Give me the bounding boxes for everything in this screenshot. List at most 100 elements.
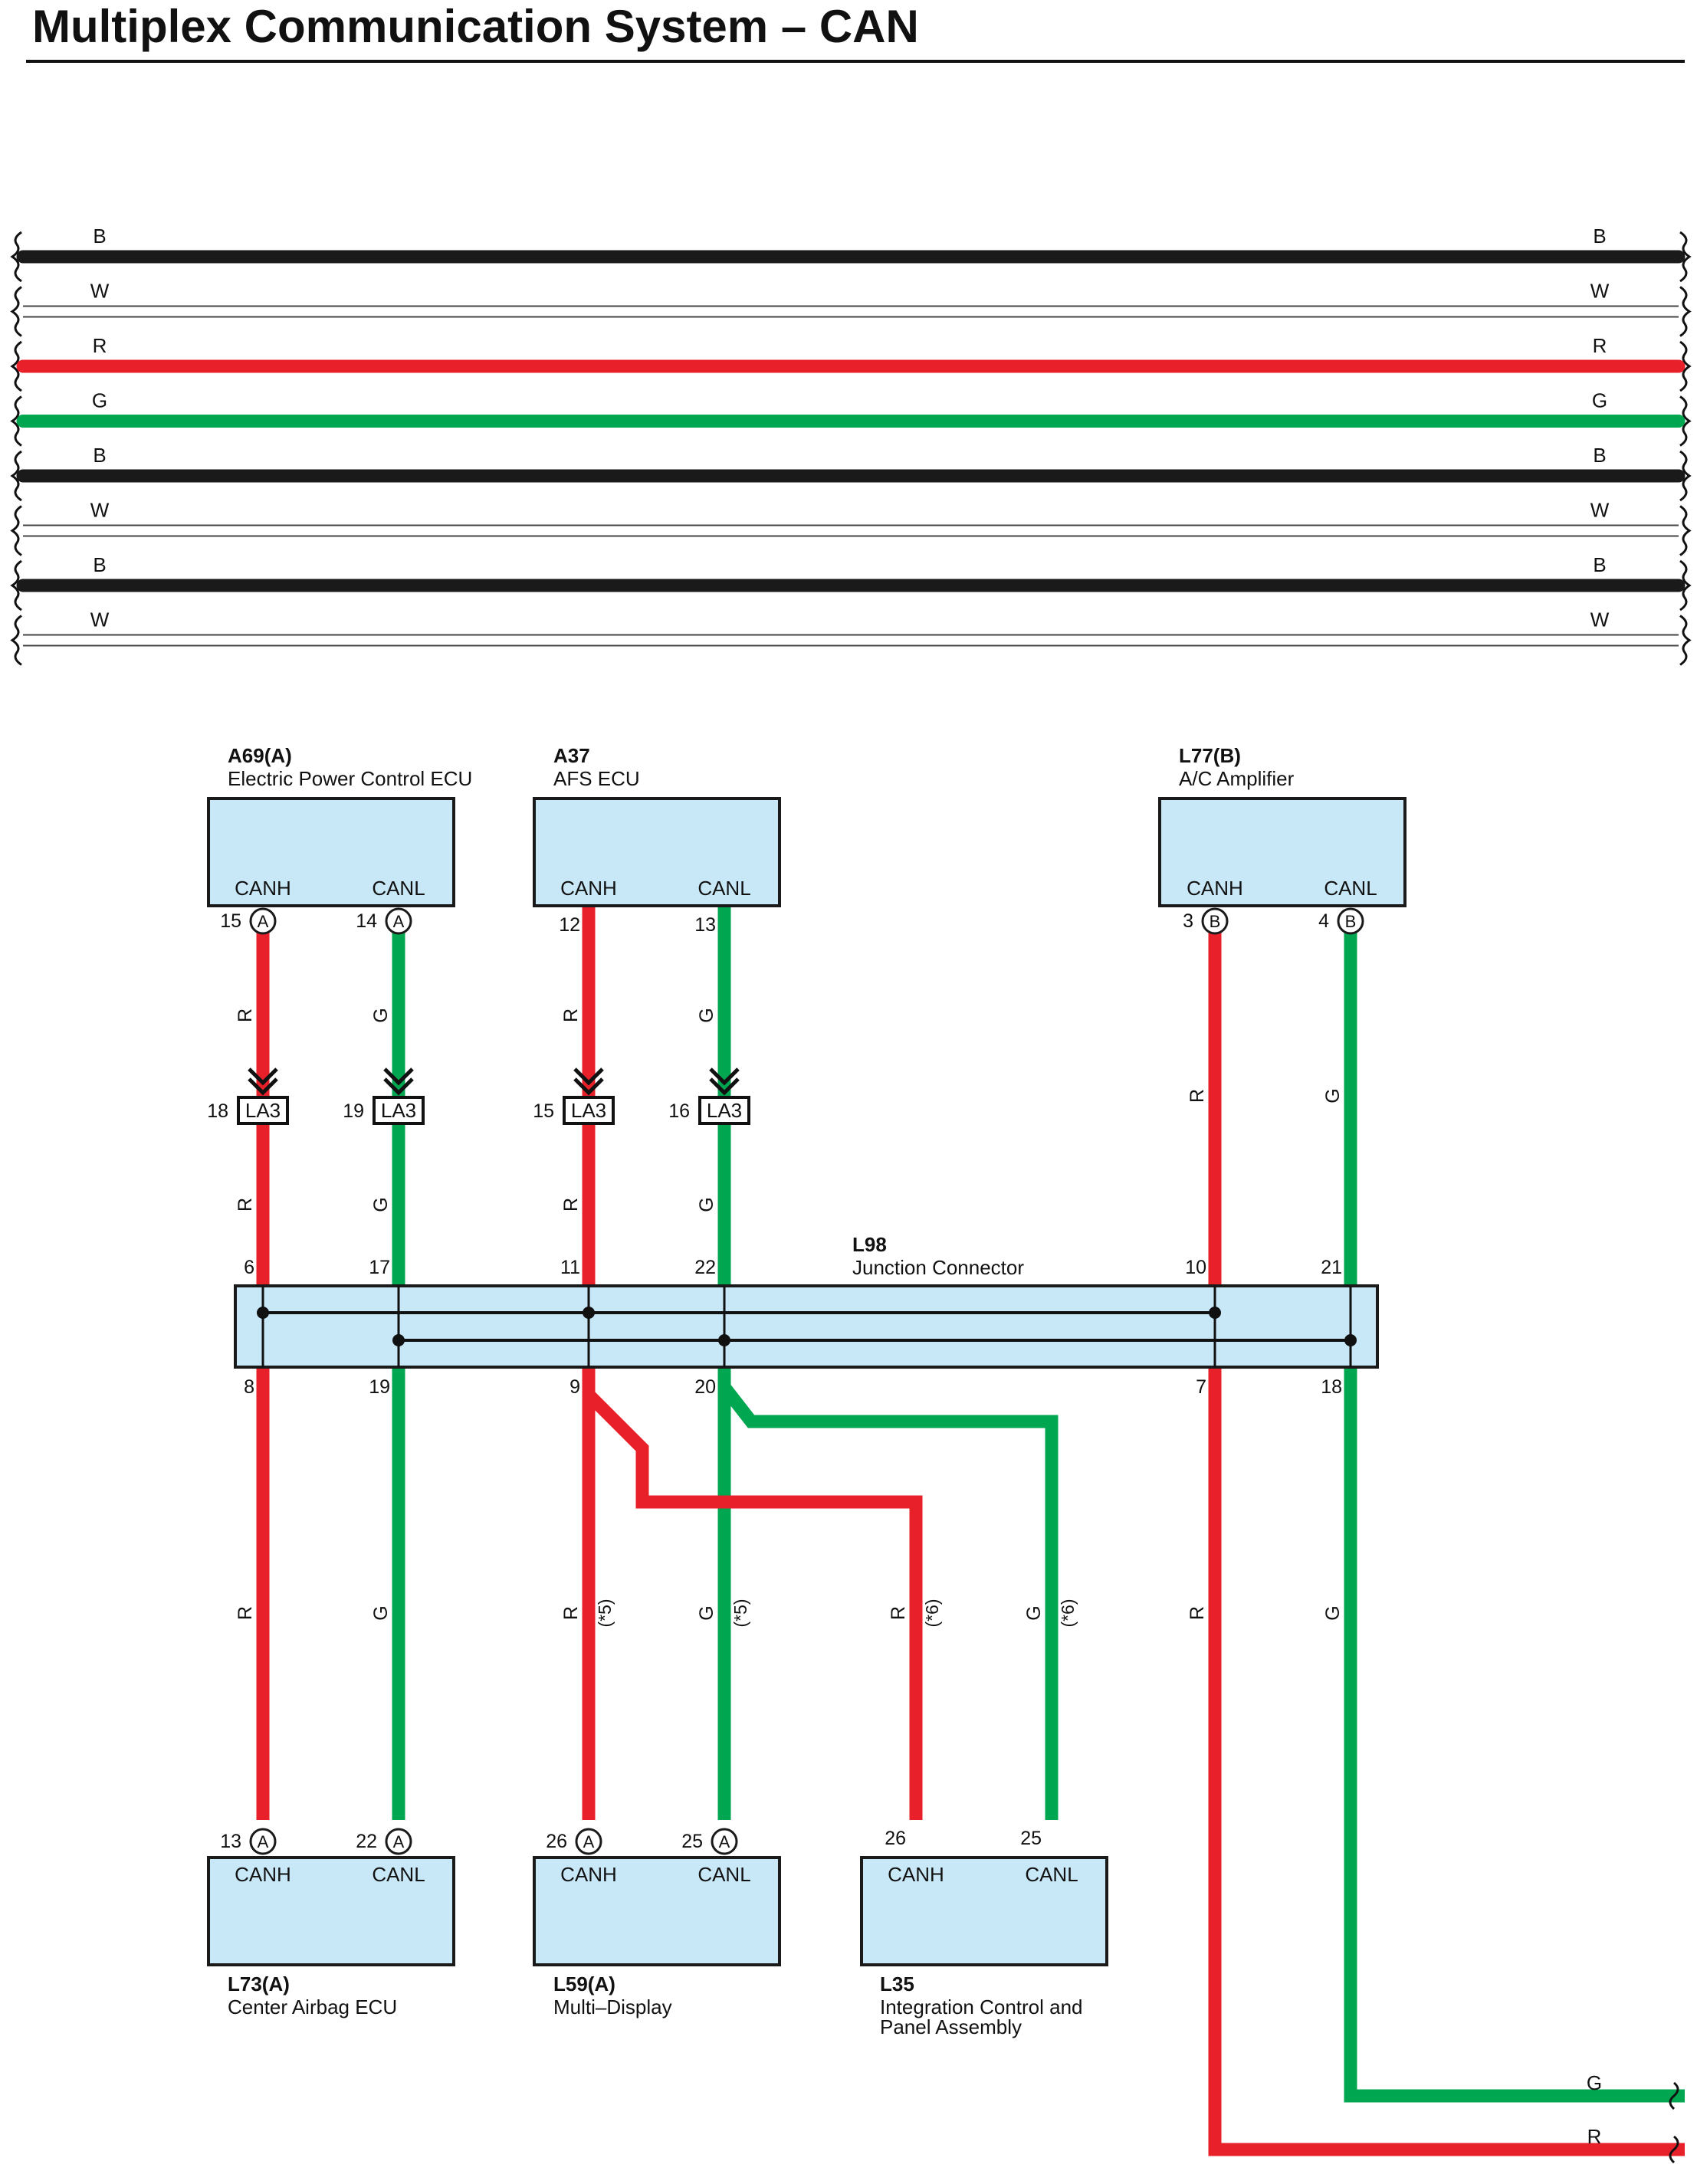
connector-l73-canh	[249, 1828, 277, 1855]
wire-label-r4: R	[235, 1198, 256, 1212]
harness-brace-left-7	[10, 615, 22, 666]
exit-brace-r	[1669, 2135, 1679, 2164]
connector-l59-canh	[575, 1828, 602, 1855]
harness-label-left-7: W	[90, 608, 110, 631]
la3-pin-16: 16	[668, 1100, 690, 1122]
pin-l59-25: 25	[681, 1831, 703, 1852]
comp-l59-id: L59(A)	[553, 1972, 615, 1995]
connector-l73-canh-letter: A	[258, 1832, 269, 1851]
harness-label-right-6: B	[1593, 553, 1606, 576]
l98-pin-21: 21	[1321, 1257, 1342, 1278]
comp-l77-canl: CANL	[1324, 877, 1377, 900]
comp-l77-id: L77(B)	[1179, 744, 1241, 767]
harness-brace-left-3	[10, 395, 22, 447]
connector-a69-canh	[249, 907, 277, 935]
harness-label-right-3: G	[1592, 389, 1607, 412]
la3-label-15: LA3	[571, 1099, 606, 1122]
l98-box	[234, 1284, 1379, 1369]
wire-label-r8: R	[888, 1606, 909, 1620]
pin-a69-14: 14	[356, 910, 377, 932]
l98-dot-2	[583, 1307, 595, 1319]
harness-brace-left-1	[10, 286, 22, 337]
wire-label-g3: G	[1322, 1088, 1344, 1103]
harness-brace-right-5	[1679, 505, 1692, 556]
harness-label-left-1: W	[90, 280, 110, 303]
connector-l77-canl-letter: B	[1345, 912, 1357, 931]
note-g7: (*5)	[730, 1599, 750, 1627]
component-a37: A37 AFS ECU CANH CANL 12 13	[533, 744, 781, 936]
comp-a37-name: AFS ECU	[553, 767, 640, 790]
note-r8: (*6)	[922, 1599, 942, 1627]
connector-l77-canh-letter: B	[1210, 912, 1221, 931]
wire-l35-canh	[583, 1389, 923, 1820]
comp-l35-canh: CANH	[888, 1863, 944, 1886]
l98-pin-17: 17	[369, 1257, 390, 1278]
l98-pin-22: 22	[694, 1257, 716, 1278]
connector-l59-canh-letter: A	[583, 1832, 595, 1851]
component-a69: A69(A) Electric Power Control ECU CANH C…	[207, 744, 472, 935]
connector-l77-canh	[1201, 907, 1229, 935]
comp-l73-name: Center Airbag ECU	[228, 1995, 397, 2018]
comp-l59-canh: CANH	[560, 1863, 617, 1886]
pin-a37-12: 12	[559, 914, 580, 936]
connector-a69-canl-letter: A	[393, 912, 405, 931]
harness-label-right-2: R	[1593, 334, 1607, 357]
l98-pin-8: 8	[244, 1376, 254, 1398]
comp-l35-canl: CANL	[1025, 1863, 1078, 1886]
pin-l35-26: 26	[885, 1828, 906, 1849]
la3-label-18: LA3	[245, 1099, 281, 1122]
comp-l73-canh: CANH	[235, 1863, 291, 1886]
harness-brace-right-6	[1679, 559, 1692, 612]
l98-dot-5	[718, 1334, 730, 1346]
component-l77: L77(B) A/C Amplifier CANH CANL 3 4 B B	[1158, 744, 1407, 935]
wire-label-g2: G	[696, 1008, 717, 1022]
comp-a37-id: A37	[553, 744, 590, 767]
comp-l35-name1: Integration Control and	[880, 1995, 1083, 2018]
harness-brace-left-4	[10, 450, 22, 502]
wire-label-g1: G	[370, 1008, 392, 1022]
wire-label-r6: R	[235, 1606, 256, 1620]
wire-label-r1: R	[235, 1008, 256, 1022]
connector-l73-canl-letter: A	[393, 1832, 405, 1851]
harness-brace-left-2	[10, 340, 22, 392]
harness-brace-right-3	[1679, 395, 1692, 447]
wire-label-g9: G	[1322, 1605, 1344, 1620]
wire-label-r2: R	[560, 1008, 582, 1022]
la3-connectors: LA3 18 LA3 19 LA3 15 LA3 16	[207, 1067, 750, 1125]
comp-a37-canh: CANH	[560, 877, 617, 900]
harness-label-left-3: G	[92, 389, 107, 412]
wire-label-r5: R	[560, 1198, 582, 1212]
la3-label-19: LA3	[381, 1099, 416, 1122]
component-l59: A A 26 25 CANH CANL L59(A) Multi–Display	[533, 1828, 781, 2018]
comp-l59-name: Multi–Display	[553, 1995, 672, 2018]
comp-l59-box	[533, 1856, 781, 1966]
comp-l98-id: L98	[852, 1233, 887, 1256]
exit-label-g: G	[1587, 2071, 1602, 2094]
la3-box-18	[237, 1096, 289, 1125]
pin-l73-13: 13	[220, 1831, 241, 1852]
comp-l35-box	[860, 1856, 1108, 1966]
component-l73: A A 13 22 CANH CANL L73(A) Center Airbag…	[207, 1828, 455, 2018]
l98-pin-7: 7	[1196, 1376, 1206, 1398]
comp-l98-name: Junction Connector	[852, 1256, 1024, 1279]
pin-a69-15: 15	[220, 910, 241, 932]
l98-pin-9: 9	[569, 1376, 580, 1398]
pin-l73-22: 22	[356, 1831, 377, 1852]
l98-dot-4	[392, 1334, 405, 1346]
harness-brace-right-4	[1679, 450, 1692, 502]
l98-dot-3	[1209, 1307, 1221, 1319]
chevron-la3-19	[383, 1067, 414, 1096]
comp-l35-name2: Panel Assembly	[880, 2015, 1022, 2038]
wire-label-r3: R	[1187, 1089, 1208, 1103]
connector-l77-canl	[1337, 907, 1364, 935]
harness-label-left-5: W	[90, 499, 110, 522]
la3-box-16	[698, 1096, 750, 1125]
harness-label-left-0: B	[93, 225, 106, 248]
wire-l77-canl	[1344, 912, 1685, 2103]
harness-brace-right-2	[1679, 340, 1692, 392]
l98-pin-18: 18	[1321, 1376, 1342, 1398]
comp-a69-name: Electric Power Control ECU	[228, 767, 472, 790]
la3-pin-18: 18	[207, 1100, 228, 1122]
harness-label-right-1: W	[1590, 280, 1610, 303]
component-l35: 26 25 CANH CANL L35 Integration Control …	[860, 1828, 1108, 2038]
